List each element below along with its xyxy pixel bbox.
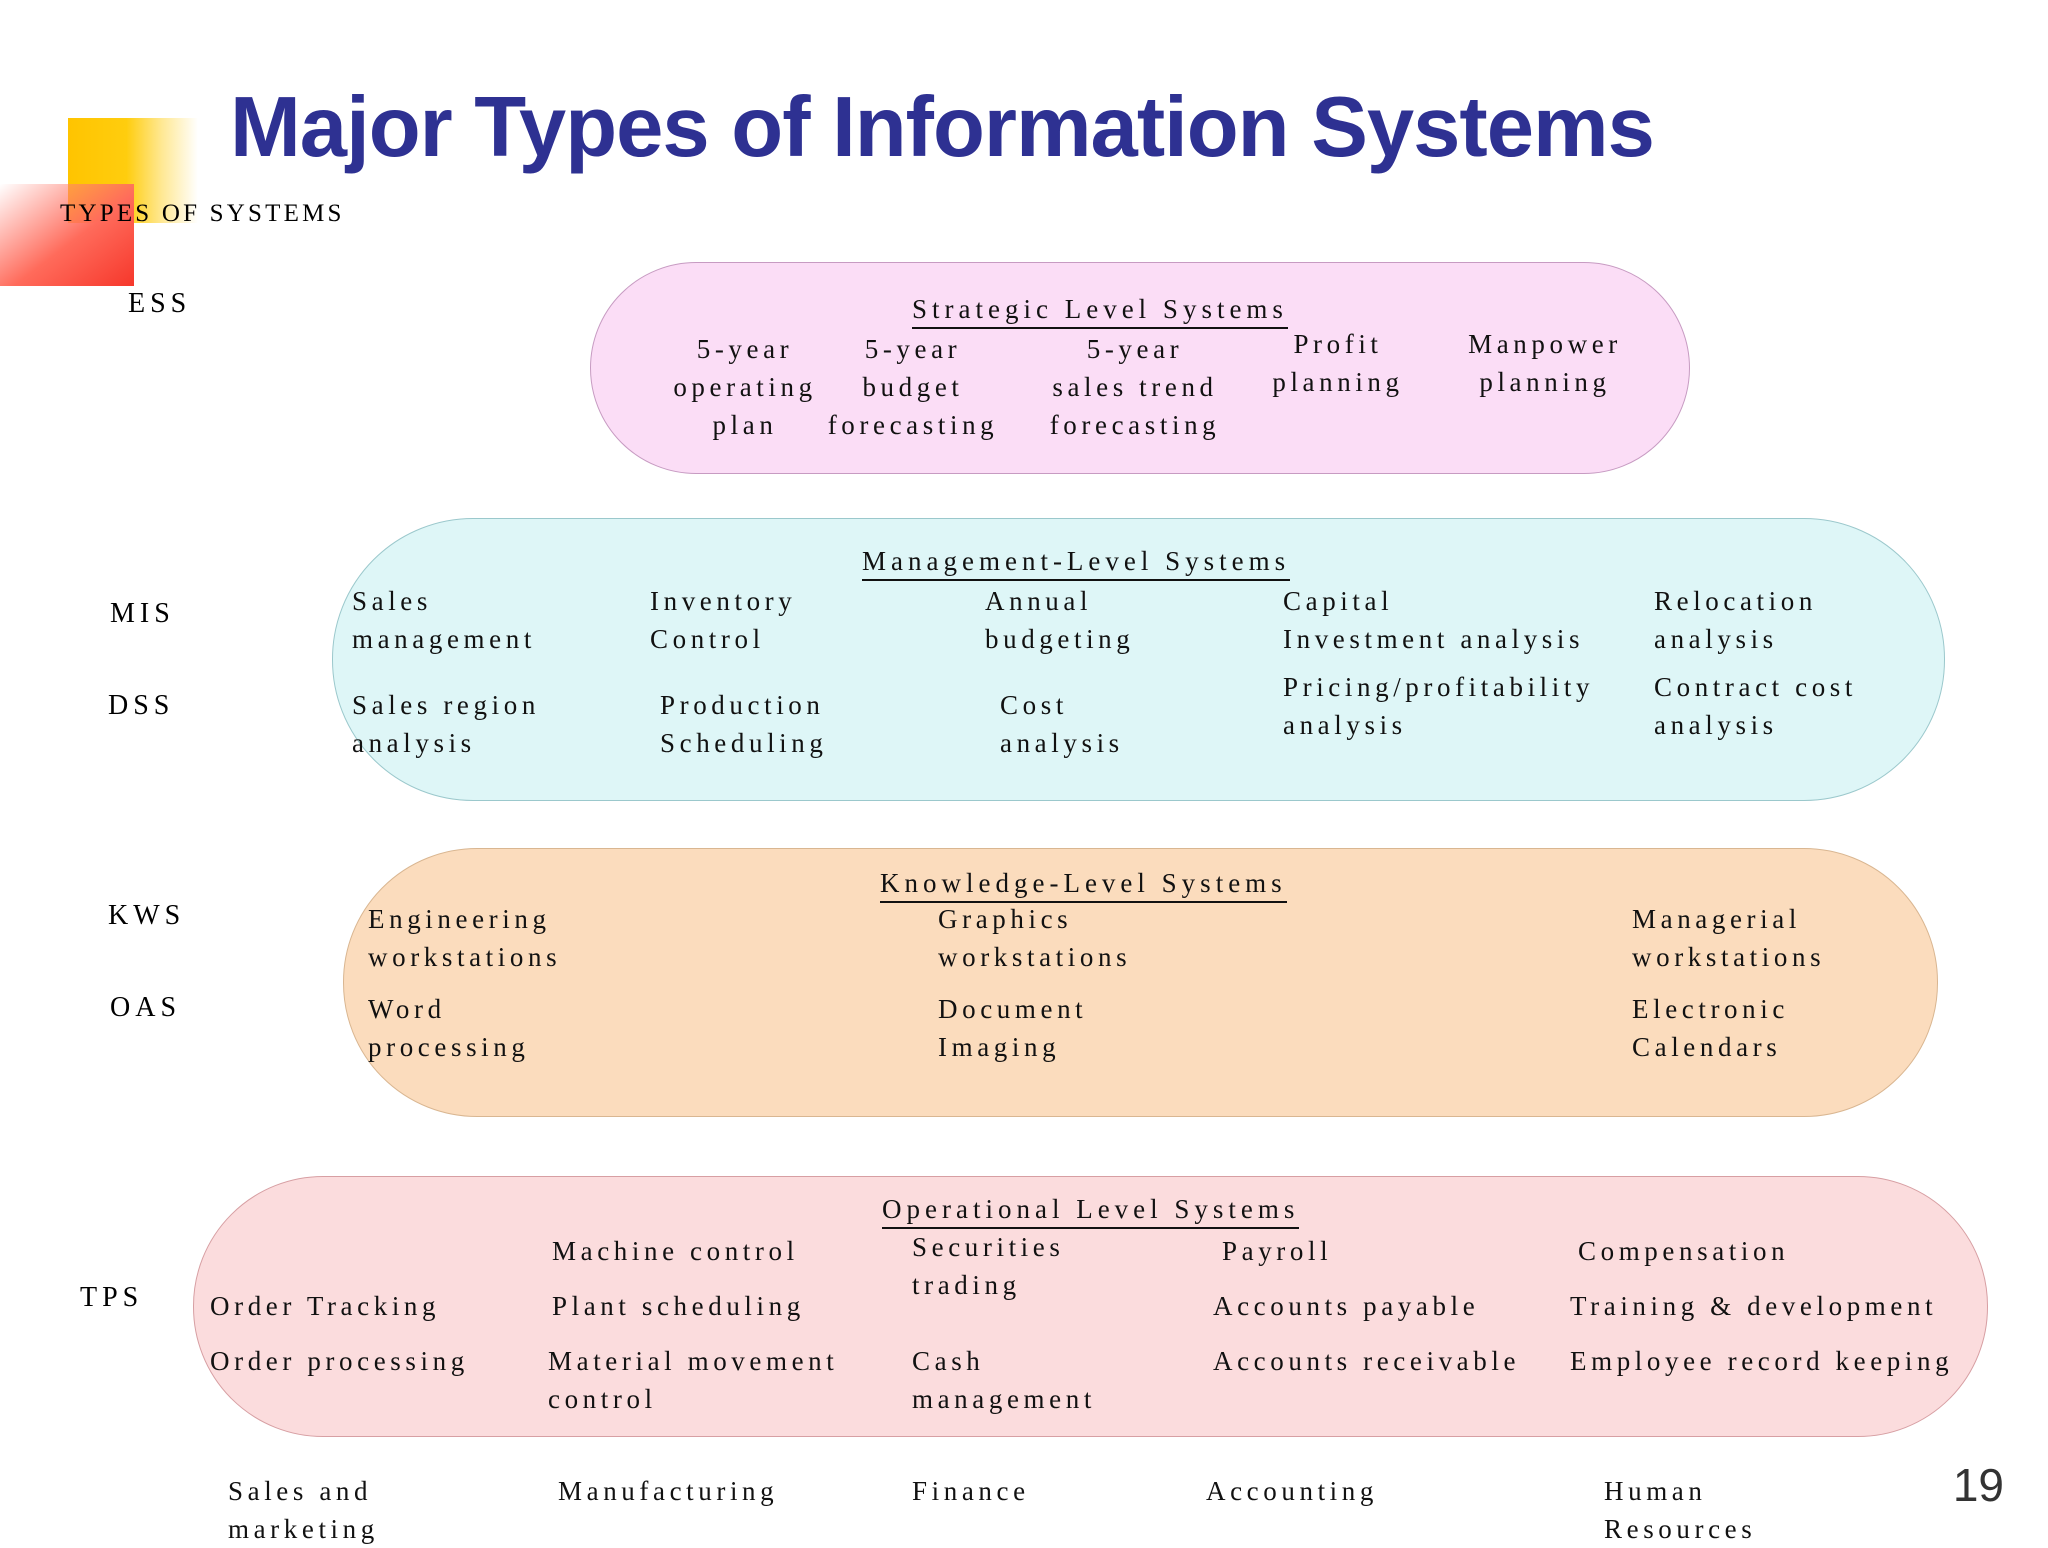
- tps-row2-item-3: Training & development: [1570, 1291, 1938, 1321]
- kws-item-0: Engineering workstations: [368, 904, 562, 972]
- tps-row1-item-2: Payroll: [1222, 1236, 1333, 1266]
- tps-row1-item-0: Machine control: [552, 1236, 799, 1266]
- tps-row3-item-0: Order processing: [210, 1346, 469, 1376]
- mis-item-0: Sales management: [352, 586, 536, 654]
- kws-item-2: Managerial workstations: [1632, 904, 1826, 972]
- functional-area-finance: Finance: [912, 1476, 1030, 1506]
- system-type-label-dss: DSS: [108, 690, 175, 721]
- tps-row3-item-4: Employee record keeping: [1570, 1346, 1954, 1376]
- functional-area-accounting: Accounting: [1206, 1476, 1378, 1506]
- functional-area-manufacturing: Manufacturing: [558, 1476, 779, 1506]
- band-strategic-level: [590, 262, 1690, 474]
- heading-management-level: Management-Level Systems: [862, 546, 1291, 581]
- functional-area-human-resources: Human Resources: [1604, 1476, 1757, 1544]
- mis-item-1: Inventory Control: [650, 586, 797, 654]
- system-type-label-tps: TPS: [80, 1282, 144, 1313]
- types-of-systems-label: TYPES OF SYSTEMS: [60, 200, 345, 227]
- tps-row1-item-1: Securities trading: [912, 1232, 1065, 1300]
- strategic-item-3: Profit planning: [1272, 329, 1404, 397]
- kws-item-1: Graphics workstations: [938, 904, 1132, 972]
- system-type-label-mis: MIS: [110, 598, 175, 629]
- tps-row3-item-2: Cash management: [912, 1346, 1096, 1414]
- functional-area-sales-and-marketing: Sales and marketing: [228, 1476, 379, 1544]
- oas-item-2: Electronic Calendars: [1632, 994, 1789, 1062]
- system-type-label-oas: OAS: [110, 992, 182, 1023]
- strategic-item-0: 5-year operating plan: [673, 334, 817, 440]
- strategic-item-4: Manpower planning: [1468, 329, 1622, 397]
- dss-item-4: Contract cost analysis: [1654, 672, 1858, 740]
- heading-knowledge-level: Knowledge-Level Systems: [880, 868, 1287, 903]
- oas-item-0: Word processing: [368, 994, 530, 1062]
- tps-row2-item-1: Plant scheduling: [552, 1291, 805, 1321]
- dss-item-1: Production Scheduling: [660, 690, 828, 758]
- band-management-level: [332, 518, 1945, 801]
- mis-item-3: Capital Investment analysis: [1283, 586, 1585, 654]
- page-number: 19: [1952, 1459, 2004, 1511]
- tps-row2-item-2: Accounts payable: [1213, 1291, 1480, 1321]
- heading-strategic-level: Strategic Level Systems: [912, 294, 1288, 329]
- system-type-label-kws: KWS: [108, 900, 186, 931]
- band-operational-level: [193, 1176, 1988, 1437]
- heading-operational-level: Operational Level Systems: [882, 1194, 1300, 1229]
- dss-item-3: Pricing/profitability analysis: [1283, 672, 1595, 740]
- system-type-label-ess: ESS: [128, 288, 192, 319]
- oas-item-1: Document Imaging: [938, 994, 1088, 1062]
- strategic-item-1: 5-year budget forecasting: [827, 334, 999, 440]
- page-title: Major Types of Information Systems: [230, 80, 1655, 175]
- mis-item-2: Annual budgeting: [985, 586, 1135, 654]
- band-knowledge-level: [343, 848, 1938, 1117]
- decor-red-block: [0, 184, 134, 286]
- tps-row3-item-1: Material movement control: [548, 1346, 839, 1414]
- mis-item-4: Relocation analysis: [1654, 586, 1817, 654]
- dss-item-2: Cost analysis: [1000, 690, 1124, 758]
- strategic-item-2: 5-year sales trend forecasting: [1049, 334, 1221, 440]
- tps-row3-item-3: Accounts receivable: [1213, 1346, 1521, 1376]
- tps-row2-item-0: Order Tracking: [210, 1291, 441, 1321]
- tps-row1-item-3: Compensation: [1578, 1236, 1790, 1266]
- dss-item-0: Sales region analysis: [352, 690, 540, 758]
